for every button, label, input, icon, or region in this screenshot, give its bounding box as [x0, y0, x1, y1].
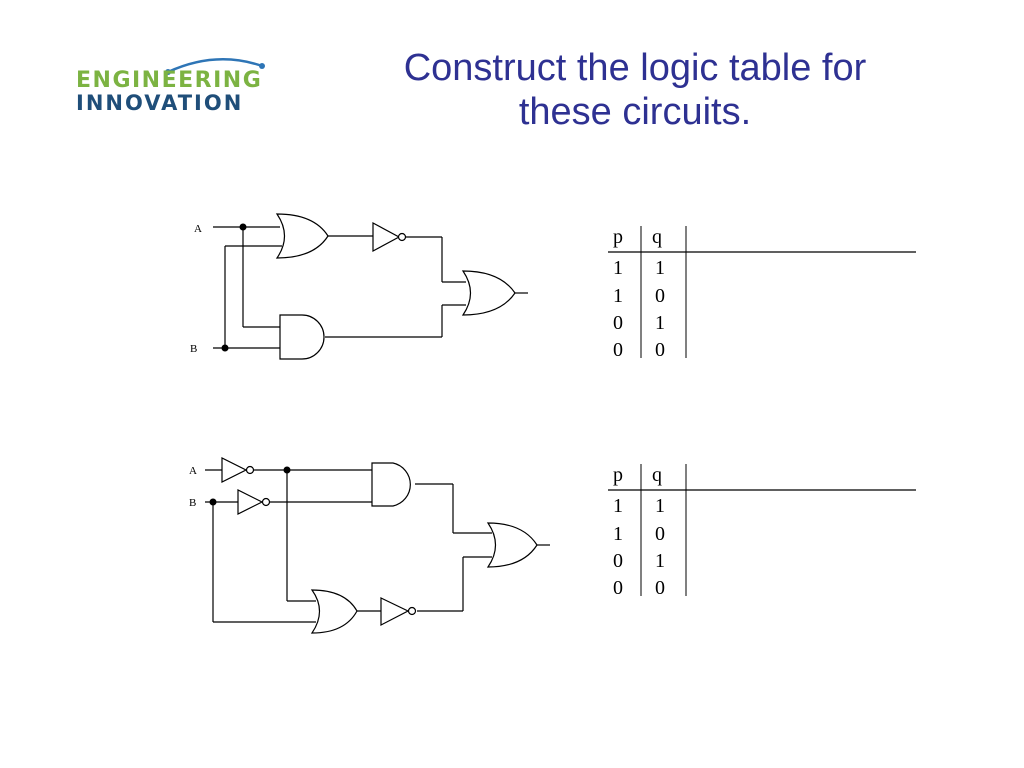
input-label-a: A: [194, 223, 202, 235]
table-cell: 0: [655, 523, 665, 545]
input-label-a: A: [189, 465, 197, 477]
not-gate: [380, 597, 410, 626]
or-gate: [486, 522, 538, 568]
table-cell: 0: [655, 577, 665, 599]
table-header-q: q: [652, 464, 662, 486]
table-header-p: p: [613, 226, 623, 248]
junction-dot: [239, 223, 247, 231]
not-gate: [372, 221, 401, 253]
table-cell: 0: [613, 339, 623, 361]
table-cell: 1: [655, 495, 665, 517]
or-gate: [310, 589, 358, 634]
engineering-innovation-logo: ENGINEERING INNOVATION: [76, 52, 282, 118]
or-gate: [461, 270, 516, 316]
table-cell: 0: [613, 577, 623, 599]
table-cell: 0: [655, 339, 665, 361]
junction-dot: [221, 344, 229, 352]
not-gate: [237, 489, 264, 515]
table-cell: 1: [655, 550, 665, 572]
table-cell: 1: [613, 285, 623, 307]
title-line-2: these circuits.: [518, 91, 752, 133]
input-label-b: B: [190, 343, 197, 355]
logo-text-innovation: INNOVATION: [76, 91, 244, 115]
not-gate-bubble: [261, 497, 271, 507]
table-cell: 1: [655, 312, 665, 334]
table-cell: 1: [613, 257, 623, 279]
logo-text-engineering: ENGINEERING: [76, 68, 263, 93]
table-cell: 1: [613, 495, 623, 517]
and-gate: [371, 462, 411, 507]
not-gate-bubble: [407, 606, 417, 616]
or-gate: [275, 213, 329, 259]
junction-dot: [283, 466, 291, 474]
not-gate-bubble: [397, 232, 407, 242]
table-cell: 1: [613, 523, 623, 545]
table-cell: 0: [613, 312, 623, 334]
not-gate-bubble: [245, 465, 255, 475]
table-cell: 1: [655, 257, 665, 279]
junction-dot: [209, 498, 217, 506]
table-header-q: q: [652, 226, 662, 248]
table-cell: 0: [655, 285, 665, 307]
title-line-1: Construct the logic table for: [403, 47, 867, 89]
page-title: Construct the logic table for these circ…: [330, 46, 940, 134]
table-header-p: p: [613, 464, 623, 486]
truth-table-1: p q 1 1 1 0 0 1 0 0: [608, 226, 916, 361]
and-gate: [279, 314, 325, 360]
logo-arc-icon: [165, 58, 265, 75]
input-label-b: B: [189, 497, 196, 509]
not-gate: [221, 457, 248, 483]
table-cell: 0: [613, 550, 623, 572]
truth-table-2: p q 1 1 1 0 0 1 0 0: [608, 464, 916, 599]
